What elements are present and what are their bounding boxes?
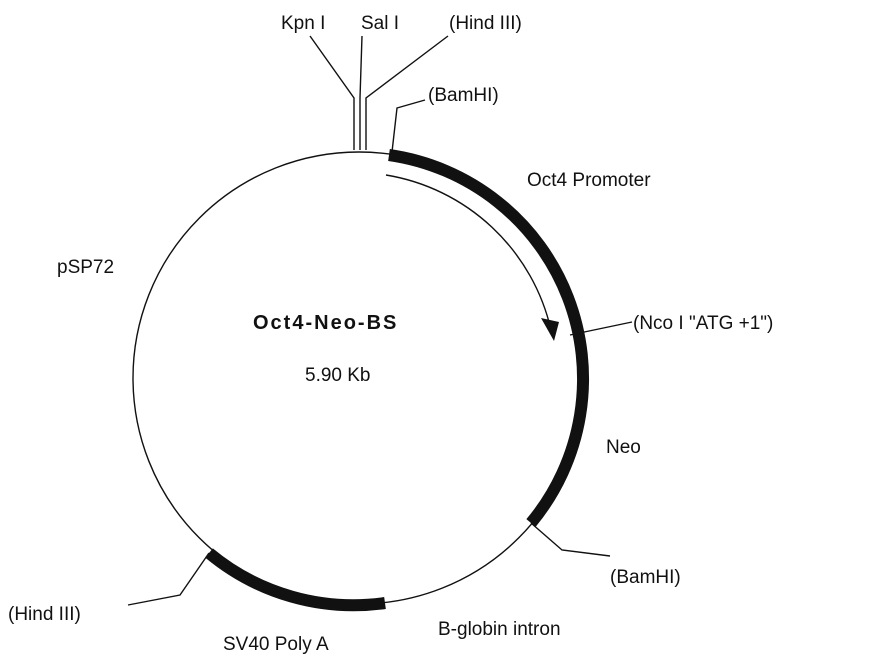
kpn-leader: [309, 35, 355, 150]
oct4-neo-segment: [388, 149, 590, 527]
sv40-label: SV40 Poly A: [223, 634, 329, 655]
oct4-promoter-label: Oct4 Promoter: [527, 170, 651, 191]
hind-top-leader: [365, 35, 449, 150]
bam-top-label: (BamHI): [428, 85, 499, 106]
sal-label: Sal I: [361, 13, 399, 34]
sv40-bglobin-segment: [205, 548, 386, 612]
psp72-label: pSP72: [57, 257, 114, 278]
kpn-label: Kpn I: [281, 13, 325, 34]
hind-bottom-label: (Hind III): [8, 604, 81, 625]
nco-leader: [569, 321, 633, 336]
plasmid-name: Oct4-Neo-BS: [253, 312, 398, 334]
bam-top-leader: [391, 99, 426, 153]
transcription-arrow: [385, 174, 552, 331]
plasmid-size: 5.90 Kb: [305, 365, 371, 386]
nco-label: (Nco I "ATG +1"): [633, 313, 773, 334]
arrowhead-icon: [541, 318, 559, 341]
hind-top-label: (Hind III): [449, 13, 522, 34]
sal-leader: [359, 35, 363, 150]
bam-bottom-leader: [530, 522, 611, 557]
hind-bottom-leader: [127, 552, 210, 606]
neo-label: Neo: [606, 437, 641, 458]
bam-bottom-label: (BamHI): [610, 567, 681, 588]
bglobin-label: B-globin intron: [438, 619, 561, 640]
